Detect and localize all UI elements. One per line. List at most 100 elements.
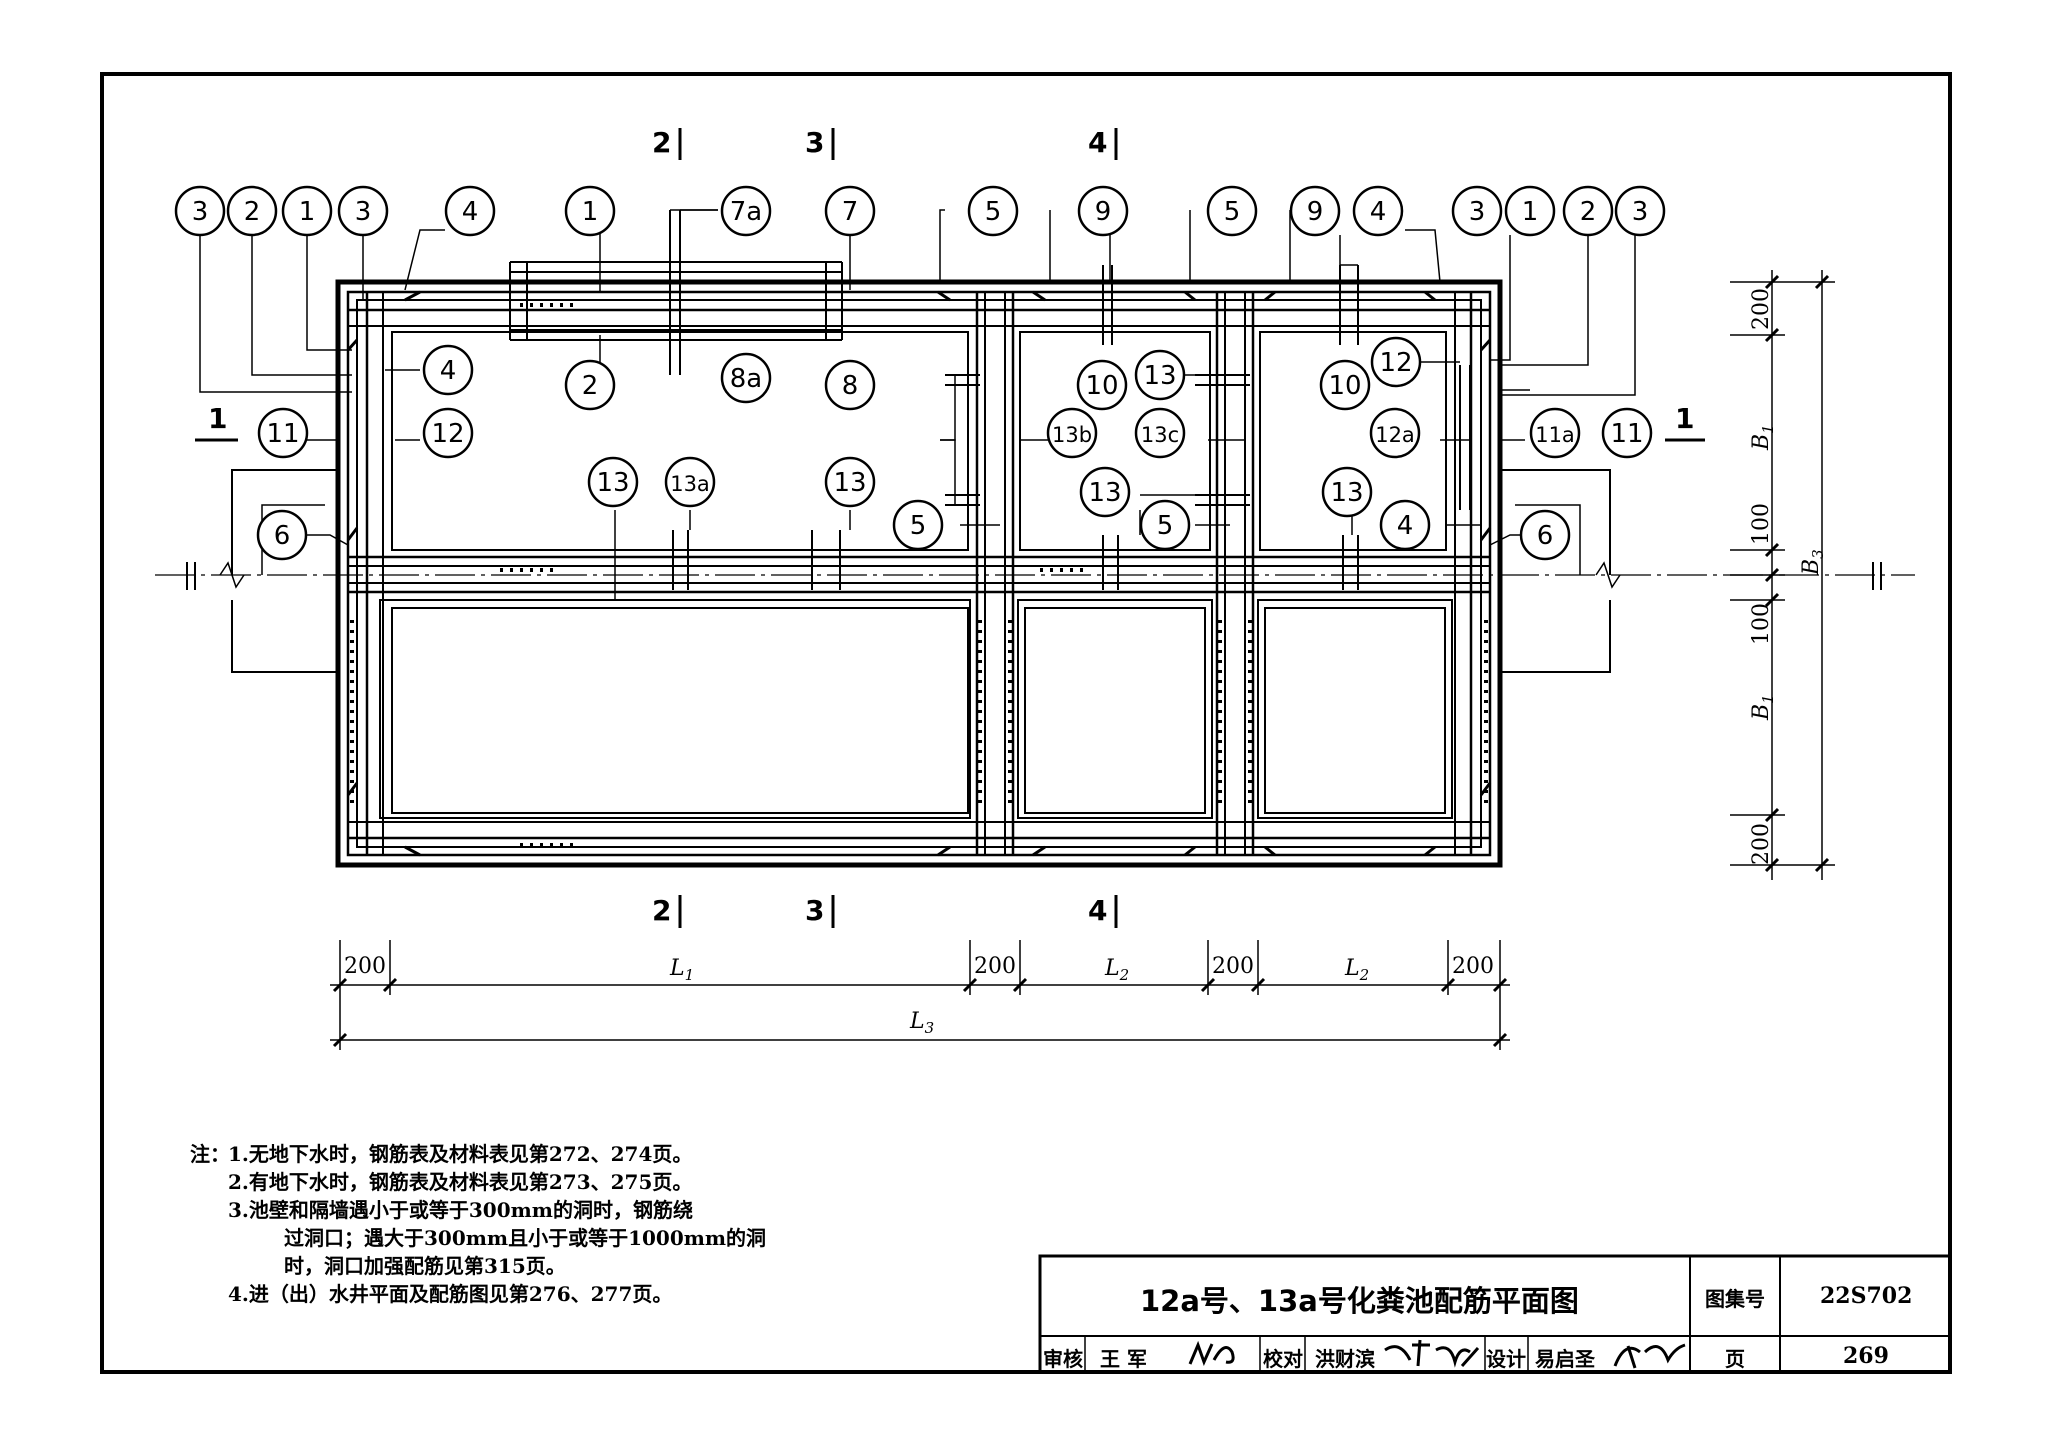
dim-b1-top: B1 [1749, 424, 1777, 451]
callout-inner-circle-12 [1076, 359, 1128, 411]
callout-inner-label-13: 13 [1143, 361, 1176, 391]
callout-inner-circle-21 [1601, 407, 1653, 459]
callout-top-circle-6 [720, 185, 772, 237]
callout-inner-circle-0 [422, 344, 474, 396]
callout-inner-label-19: 12a [1375, 423, 1415, 447]
section-mark-top-3: 3 [805, 126, 824, 159]
callout-top-circle-11 [1289, 185, 1341, 237]
callout-inner-label-6: 6 [274, 521, 291, 551]
callout-inner-label-12: 10 [1085, 371, 1118, 401]
callout-top-circle-8 [967, 185, 1019, 237]
callout-inner-circle-11 [1046, 407, 1098, 459]
callout-top-circle-14 [1504, 185, 1556, 237]
callout-inner-label-1: 2 [582, 371, 599, 401]
callout-top-circle-16 [1614, 185, 1666, 237]
callout-inner-circle-18 [1370, 336, 1422, 388]
reviewer-signature [1188, 1340, 1235, 1367]
callout-inner-circle-7 [664, 456, 716, 508]
callout-inner-circle-23 [1379, 499, 1431, 551]
callout-inner-label-22: 13 [1330, 478, 1363, 508]
dim-bottom-200-c: 200 [1212, 954, 1254, 979]
callout-top-label-11: 9 [1307, 197, 1324, 227]
review-label: 审核 [1043, 1347, 1083, 1371]
callout-inner-circle-22 [1321, 466, 1373, 518]
callout-inner-label-18: 12 [1379, 348, 1412, 378]
callout-inner-label-3: 8 [842, 371, 859, 401]
callout-inner-label-23: 4 [1397, 511, 1414, 541]
dimensions-bottom: 200 L1 200 L2 200 L2 200 L3 [330, 940, 1510, 1050]
atlas-label: 图集号 [1705, 1287, 1765, 1311]
callout-top-circle-3 [337, 185, 389, 237]
dim-l3: L3 [909, 1009, 934, 1037]
callout-top-circle-13 [1451, 185, 1503, 237]
designer-name: 易启圣 [1535, 1347, 1595, 1371]
callout-inner-circle-20 [1529, 407, 1581, 459]
callout-top-label-15: 2 [1580, 197, 1597, 227]
callout-inner-label-14: 13c [1141, 423, 1179, 447]
callout-top-label-0: 3 [192, 197, 209, 227]
callout-inner-circle-4 [257, 407, 309, 459]
callout-inner-label-24: 6 [1537, 521, 1554, 551]
callout-top-label-8: 5 [985, 197, 1002, 227]
section-mark-top-2: 2 [652, 126, 671, 159]
callout-top-circle-4 [444, 185, 496, 237]
callout-top-circle-5 [564, 185, 616, 237]
callout-top-label-13: 3 [1469, 197, 1486, 227]
callout-inner-circle-3 [824, 359, 876, 411]
callout-inner-circle-5 [422, 407, 474, 459]
dim-bottom-200-b: 200 [974, 954, 1016, 979]
note-item-4: 4.进（出）水井平面及配筋图见第276、277页。 [228, 1282, 673, 1306]
callout-top-circle-2 [281, 185, 333, 237]
callout-top-label-16: 3 [1632, 197, 1649, 227]
callout-top-circle-10 [1206, 185, 1258, 237]
notes-label: 注： [190, 1142, 230, 1166]
callout-top-label-10: 5 [1224, 197, 1241, 227]
callout-top-circle-1 [226, 185, 278, 237]
callout-inner-label-20: 11a [1535, 423, 1575, 447]
callout-inner-label-17: 10 [1328, 371, 1361, 401]
dim-right-200-bottom: 200 [1749, 823, 1774, 865]
callout-inner-circle-24 [1519, 509, 1571, 561]
check-label: 校对 [1263, 1347, 1303, 1371]
callout-top-label-5: 1 [582, 197, 599, 227]
callout-inner-circle-13 [1134, 349, 1186, 401]
callout-top-label-9: 9 [1095, 197, 1112, 227]
dim-bottom-200-d: 200 [1452, 954, 1494, 979]
callout-inner-circle-14 [1134, 407, 1186, 459]
callout-top-label-6: 7a [730, 197, 762, 227]
callout-inner-label-15: 13 [1088, 478, 1121, 508]
dim-right-200-top: 200 [1749, 288, 1774, 330]
sheet-frame [100, 72, 1952, 1374]
callout-inner-label-5: 12 [431, 419, 464, 449]
dim-b1-bottom: B1 [1749, 694, 1777, 721]
callout-inner-circle-16 [1139, 499, 1191, 551]
reviewer-name: 王 军 [1100, 1347, 1147, 1371]
callout-top-label-4: 4 [462, 197, 479, 227]
section-mark-right-1: 1 [1675, 402, 1694, 435]
callout-inner-circle-17 [1319, 359, 1371, 411]
callout-inner-circle-1 [564, 359, 616, 411]
tank-plan [155, 209, 1915, 868]
callout-top-label-12: 4 [1370, 197, 1387, 227]
note-item-3: 3.池壁和隔墙遇小于或等于300mm的洞时，钢筋绕 [228, 1198, 693, 1222]
callout-inner-label-10: 5 [910, 511, 927, 541]
callout-top-circle-12 [1352, 185, 1404, 237]
callout-inner-circle-8 [587, 456, 639, 508]
section-mark-left-1: 1 [208, 402, 227, 435]
checker-name: 洪财滨 [1315, 1347, 1375, 1371]
callout-inner-label-16: 5 [1157, 511, 1174, 541]
callout-inner-label-4: 11 [266, 419, 299, 449]
callout-top-label-3: 3 [355, 197, 372, 227]
title-block [1038, 1254, 1952, 1374]
callout-inner-label-2: 8a [730, 364, 762, 394]
dimensions-right: 200 B1 100 B3 100 B1 200 [1730, 270, 1835, 880]
callout-inner-circle-9 [824, 456, 876, 508]
callout-inner-label-0: 4 [440, 356, 457, 386]
note-item-2: 2.有地下水时，钢筋表及材料表见第273、275页。 [228, 1170, 693, 1194]
section-marks: 2 3 4 2 3 4 1 1 [195, 126, 1705, 928]
callout-inner-circle-15 [1079, 466, 1131, 518]
page-number: 269 [1843, 1343, 1889, 1369]
